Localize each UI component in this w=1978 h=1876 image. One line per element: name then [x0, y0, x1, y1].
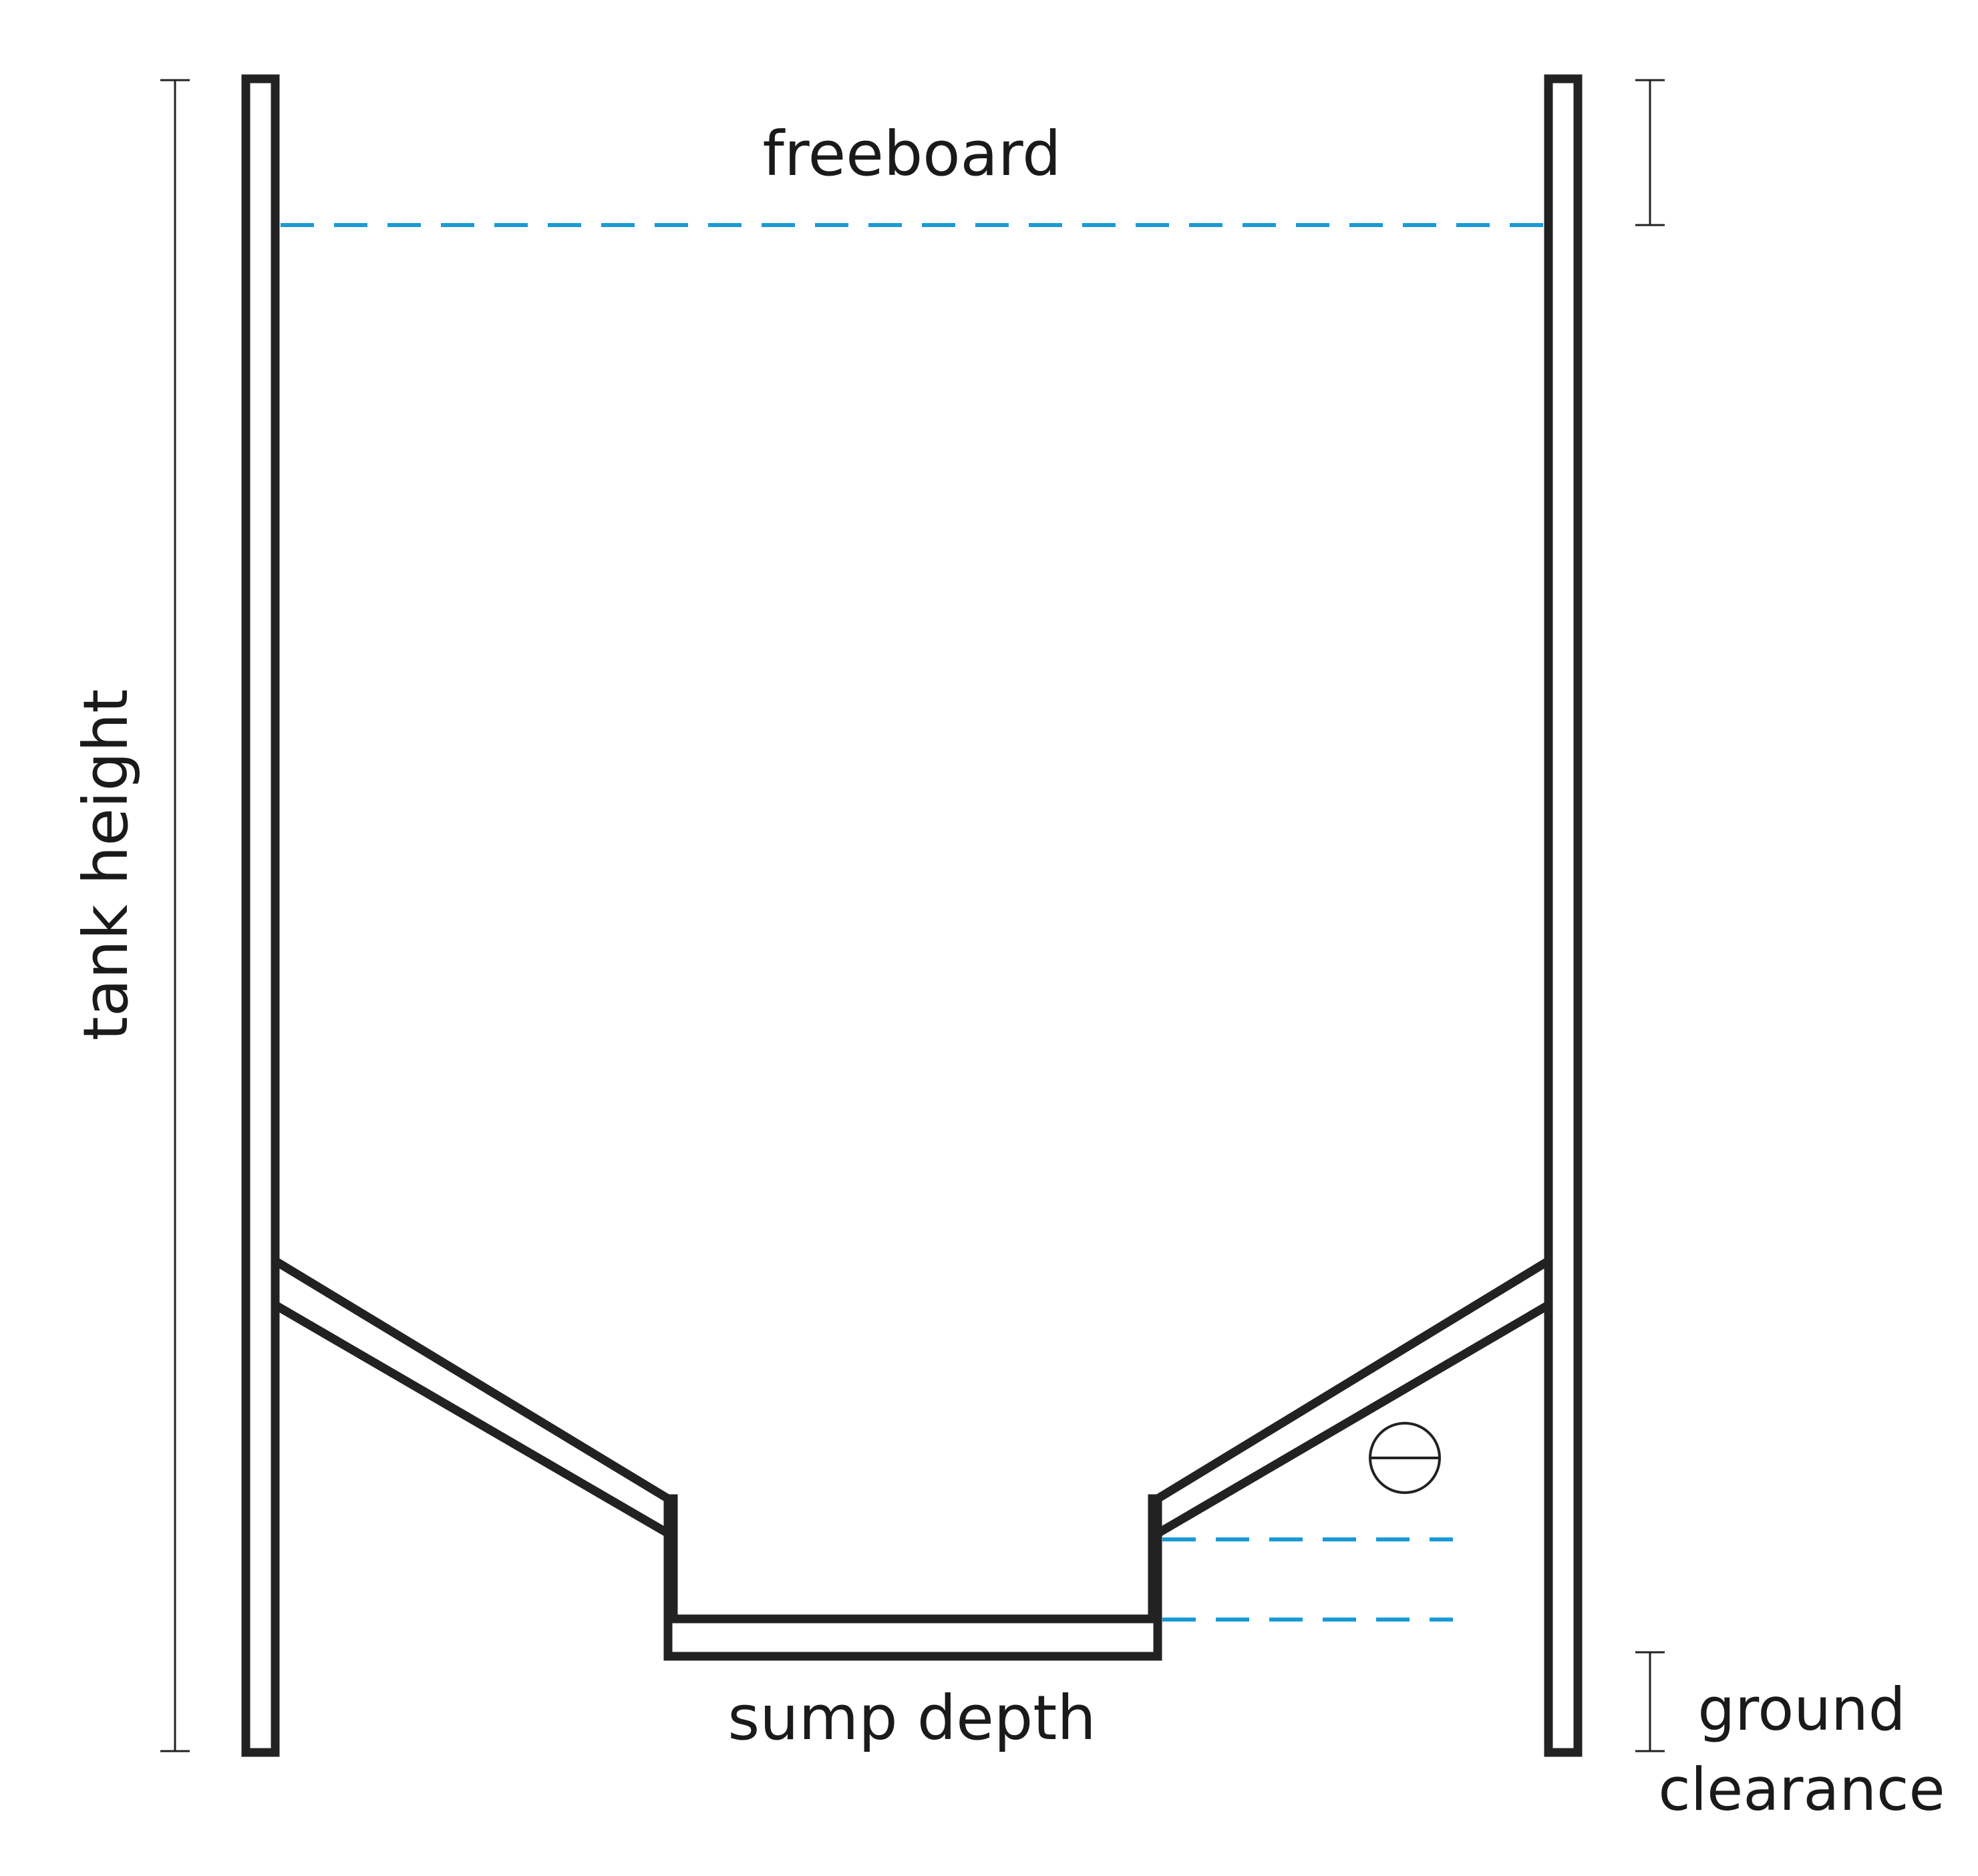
right-tank-wall: [1544, 74, 1583, 1757]
ground-clearance-dimension: [1635, 1651, 1665, 1752]
ground-clearance-label-line2: clearance: [1658, 1755, 1945, 1824]
right-sloped-floor: [1153, 1253, 1553, 1541]
sump-depth-label: sump depth: [727, 1682, 1096, 1754]
tank-height-dimension: [160, 79, 190, 1752]
left-tank-wall: [241, 74, 280, 1757]
left-sloped-floor: [271, 1253, 673, 1541]
sump-bottom: [663, 1614, 1162, 1661]
freeboard-dimension: [1635, 79, 1665, 226]
ground-clearance-label-line1: ground: [1697, 1675, 1905, 1744]
water-level-symbol-icon: [1369, 1422, 1441, 1494]
tank-height-label: tank height: [70, 689, 142, 1041]
freeboard-label: freeboard: [762, 118, 1061, 190]
